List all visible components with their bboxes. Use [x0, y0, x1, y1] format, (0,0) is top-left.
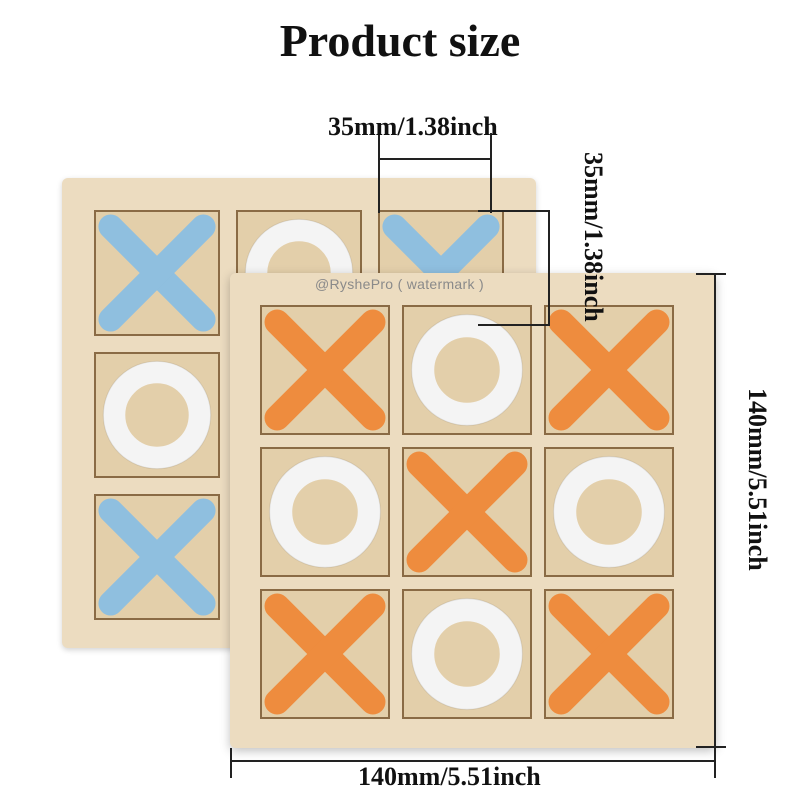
board-cell	[260, 447, 390, 577]
cell-height-line	[548, 210, 550, 326]
board-cell	[260, 589, 390, 719]
cell-width-right-tick	[490, 133, 492, 213]
o-piece-icon	[268, 455, 382, 569]
cell-height-bottom-tick	[478, 324, 550, 326]
x-piece-icon	[264, 309, 386, 431]
board-cell	[260, 305, 390, 435]
board-cell	[402, 447, 532, 577]
x-piece-icon	[264, 593, 386, 715]
page-title: Product size	[279, 15, 521, 66]
front-game-board	[230, 273, 716, 748]
x-piece-icon	[548, 309, 670, 431]
board-cell	[402, 305, 532, 435]
cell-width-line	[378, 158, 492, 160]
cell-height-label: 35mm/1.38inch	[579, 152, 608, 322]
board-cell	[544, 589, 674, 719]
board-cell	[94, 352, 220, 478]
cell-height-top-tick	[478, 210, 550, 212]
x-piece-icon	[406, 451, 528, 573]
board-cell	[94, 494, 220, 620]
o-piece-icon	[410, 313, 524, 427]
o-piece-icon	[102, 360, 212, 470]
cell-width-label: 35mm/1.38inch	[328, 112, 498, 141]
board-cell	[544, 447, 674, 577]
watermark: @RyshePro ( watermark )	[315, 276, 484, 292]
board-width-left-tick	[230, 748, 232, 778]
x-piece-icon	[98, 498, 216, 616]
board-height-line	[714, 273, 716, 748]
board-width-right-tick	[714, 748, 716, 778]
board-height-bottom-tick	[696, 746, 726, 748]
board-cell	[94, 210, 220, 336]
board-cell	[544, 305, 674, 435]
o-piece-icon	[552, 455, 666, 569]
cell-width-left-tick	[378, 133, 380, 213]
board-height-top-tick	[696, 273, 726, 275]
x-piece-icon	[548, 593, 670, 715]
board-width-line	[230, 760, 716, 762]
board-width-label: 140mm/5.51inch	[358, 762, 541, 791]
board-cell	[402, 589, 532, 719]
x-piece-icon	[98, 214, 216, 332]
board-height-label: 140mm/5.51inch	[743, 388, 772, 571]
o-piece-icon	[410, 597, 524, 711]
